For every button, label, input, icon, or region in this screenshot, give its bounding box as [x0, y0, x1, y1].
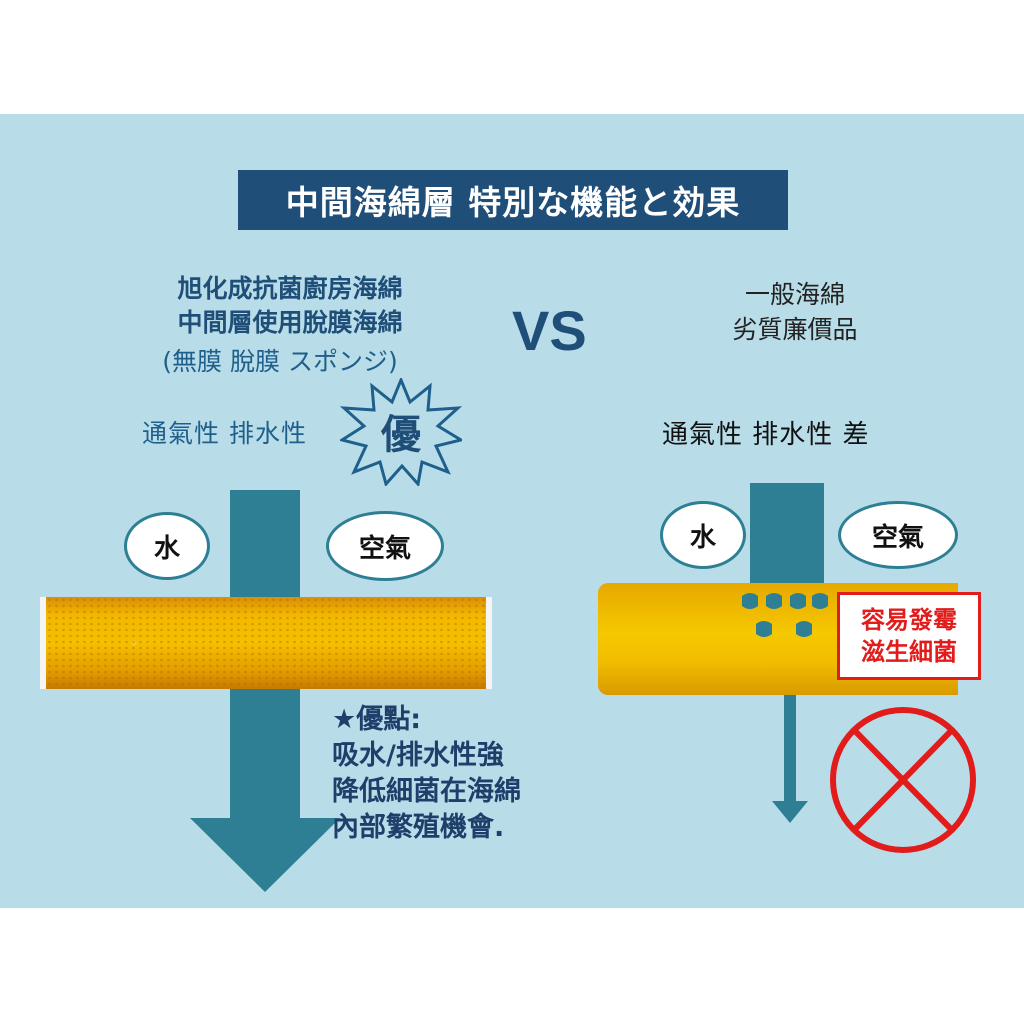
right-heading-line2: 劣質廉價品	[732, 315, 858, 344]
mold-warning-box: 容易發霉 滋生細菌	[837, 592, 981, 680]
water-droplet-icon	[742, 593, 828, 637]
right-flow-arrow	[772, 695, 808, 823]
warning-line1: 容易發霉	[861, 606, 957, 634]
right-water-bubble: 水	[660, 501, 746, 569]
vs-label: VS	[512, 299, 587, 362]
left-air-label: 空氣	[358, 533, 411, 564]
left-flow-arrow	[190, 490, 340, 892]
prohibited-icon	[830, 707, 976, 853]
left-water-label: 水	[153, 533, 180, 564]
title-banner: 中間海綿層 特別な機能と効果	[238, 170, 788, 230]
right-properties: 通氣性 排水性 差	[662, 420, 870, 450]
left-water-bubble: 水	[124, 512, 210, 580]
left-heading: 旭化成抗菌廚房海綿 中間層使用脫膜海綿	[140, 272, 440, 340]
right-air-bubble: 空氣	[838, 501, 958, 569]
merit-line: 吸水/排水性強	[332, 740, 504, 771]
badge-text: 優	[380, 412, 422, 458]
page-title: 中間海綿層 特別な機能と効果	[285, 183, 741, 222]
merit-line: 內部繁殖機會.	[332, 812, 505, 843]
left-heading-line2: 中間層使用脫膜海綿	[177, 308, 403, 337]
warning-line2: 滋生細菌	[861, 638, 957, 666]
merit-line: ★優點:	[332, 704, 422, 735]
merits-list: ★優點: 吸水/排水性強 降低細菌在海綿 內部繁殖機會.	[332, 702, 521, 846]
right-heading-line1: 一般海綿	[744, 280, 845, 309]
merit-line: 降低細菌在海綿	[332, 776, 521, 807]
right-air-label: 空氣	[871, 522, 924, 553]
left-subheading: (無膜 脫膜 スポンジ)	[162, 347, 398, 376]
right-flow-shaft-top	[750, 483, 824, 585]
right-heading: 一般海綿 劣質廉價品	[700, 277, 890, 347]
left-heading-line1: 旭化成抗菌廚房海綿	[177, 274, 403, 303]
left-properties: 通氣性 排水性	[142, 419, 307, 448]
left-sponge-image	[40, 597, 492, 689]
left-air-bubble: 空氣	[326, 511, 444, 581]
right-water-label: 水	[689, 522, 716, 553]
starburst-icon: 優	[340, 378, 462, 486]
